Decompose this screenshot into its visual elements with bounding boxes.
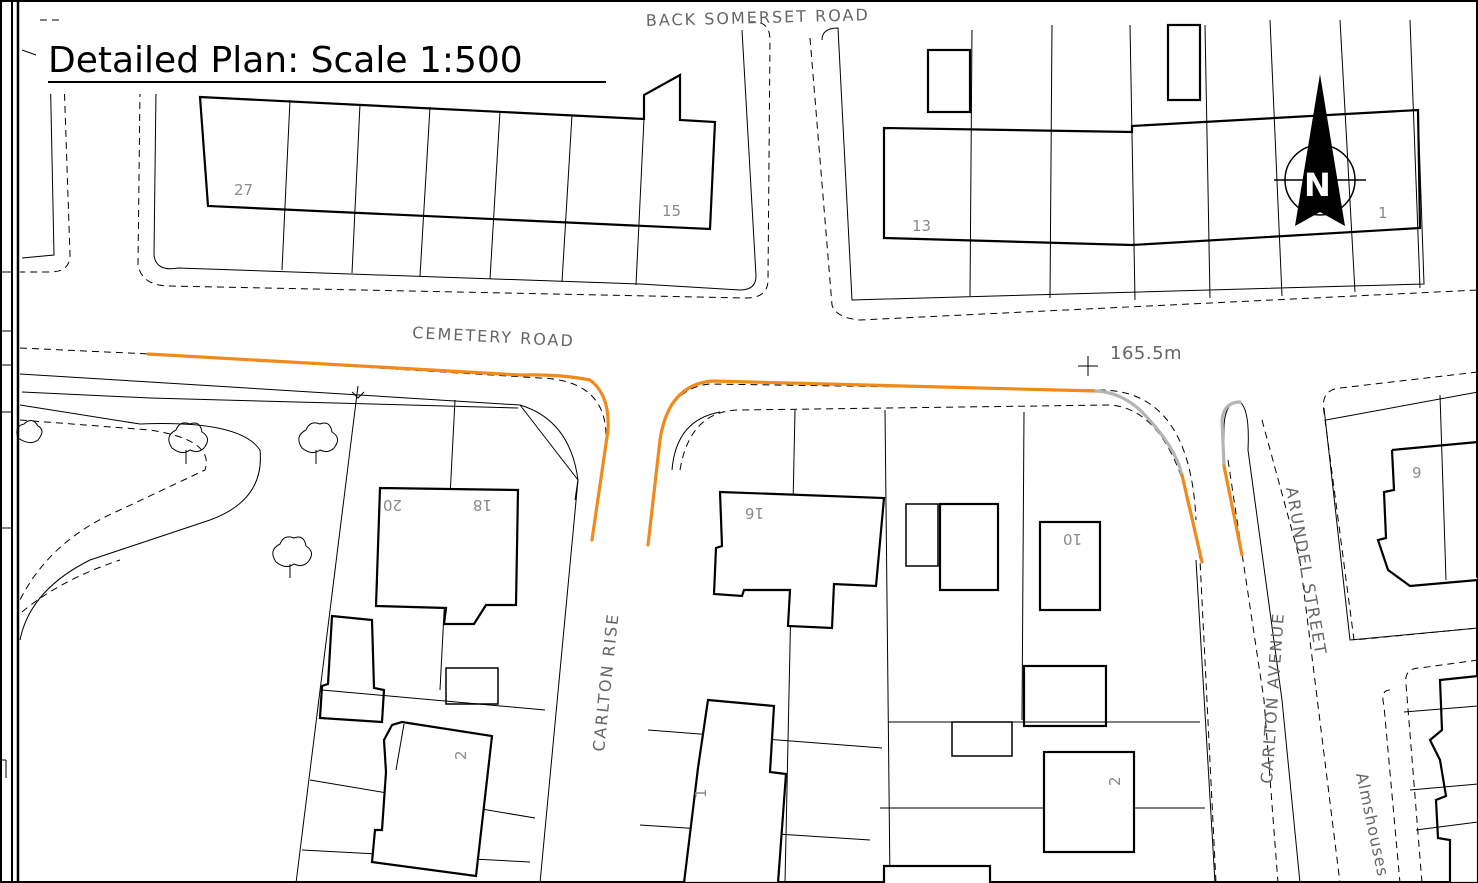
house-number-2-left: 2 <box>452 750 470 760</box>
house-number-18: 18 <box>473 496 492 514</box>
house-number-10: 10 <box>1063 530 1082 548</box>
street-label-arundel-street: ARUNDEL STREET <box>1282 485 1330 657</box>
tree-icon <box>272 536 312 578</box>
house-number-16: 16 <box>745 504 764 522</box>
house-number-2-right: 2 <box>1106 776 1124 786</box>
north-arrow-icon: N <box>1274 74 1366 226</box>
tree-icon <box>16 420 43 444</box>
spot-height-marker <box>1078 356 1098 376</box>
highlighted-route <box>146 352 1244 564</box>
tree-icon <box>168 422 208 464</box>
street-label-almshouses: Almshouses <box>1352 771 1393 879</box>
spot-height-label: 165.5m <box>1110 343 1182 364</box>
svg-text:N: N <box>1304 166 1331 204</box>
house-number-13: 13 <box>912 217 931 235</box>
house-number-20: 20 <box>383 496 402 514</box>
right-streets: 9 <box>1223 371 1478 883</box>
title-block: Detailed Plan: Scale 1:500 <box>36 22 626 94</box>
street-label-back-somerset-road: BACK SOMERSET ROAD <box>646 5 870 30</box>
terrace-27-15: 27 15 <box>137 21 771 299</box>
street-label-cemetery-road: CEMETERY ROAD <box>412 323 576 350</box>
park-area <box>16 404 338 641</box>
block-16-10: 16 10 1 2 <box>639 409 1205 883</box>
page-title: Detailed Plan: Scale 1:500 <box>48 40 523 81</box>
house-number-9: 9 <box>1412 464 1422 482</box>
terrace-13-1: 13 1 <box>809 19 1478 321</box>
cemetery-road <box>19 347 1217 883</box>
house-number-27: 27 <box>234 181 253 199</box>
house-number-1-bottom: 1 <box>692 788 710 798</box>
house-number-15: 15 <box>662 202 681 220</box>
block-20-18: 20 18 2 <box>295 385 579 883</box>
house-number-1-top: 1 <box>1378 204 1388 222</box>
street-label-carlton-avenue: CARLTON AVENUE <box>1257 611 1288 784</box>
street-label-carlton-rise: CARLTON RISE <box>589 612 622 753</box>
tree-icon <box>298 422 338 464</box>
